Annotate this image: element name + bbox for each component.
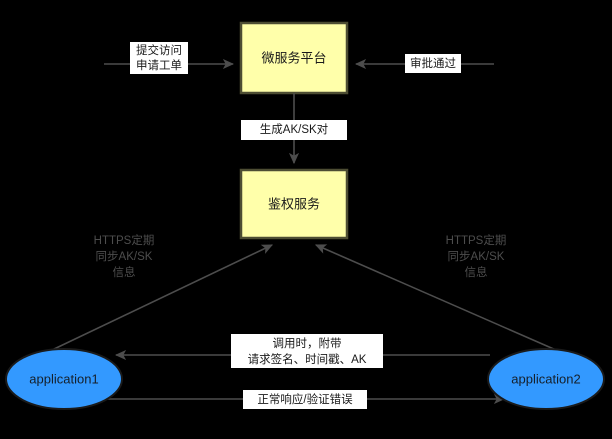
edge-sync-left-line — [51, 244, 274, 351]
edge-generate-aksk-label: 生成AK/SK对 — [260, 122, 329, 136]
edge-approval-passed-label: 审批通过 — [410, 56, 456, 70]
edge-sync-left: HTTPS定期 同步AK/SK 信息 — [51, 233, 274, 351]
edge-sync-right-label-line1: HTTPS定期 — [446, 233, 507, 247]
edge-sync-left-label-line2: 同步AK/SK — [96, 250, 153, 263]
node-platform[interactable]: 微服务平台 — [239, 21, 349, 95]
edge-call-with-signature-label-line1: 调用时，附带 — [273, 336, 342, 350]
edge-sync-right-line — [314, 244, 557, 351]
node-application1-label: application1 — [29, 371, 98, 386]
edge-submit-request-label-line2: 申请工单 — [136, 59, 182, 72]
edge-sync-left-label-line3: 信息 — [113, 265, 136, 279]
node-application2-label: application2 — [511, 371, 580, 386]
edge-response-or-error-label-plate — [243, 390, 367, 409]
edge-approval-passed-label-plate — [405, 54, 461, 73]
node-auth-service-label: 鉴权服务 — [268, 196, 320, 211]
edge-sync-left-label-line1: HTTPS定期 — [94, 233, 155, 247]
edge-submit-request: 提交访问 申请工单 — [104, 42, 235, 74]
node-platform-shape[interactable] — [239, 21, 349, 95]
node-application1[interactable]: application1 — [5, 348, 123, 410]
edge-call-with-signature: 调用时，附带 请求签名、时间戳、AK — [114, 334, 490, 368]
edge-response-or-error: 正常响应/验证错误 — [100, 390, 506, 409]
node-auth-service[interactable]: 鉴权服务 — [239, 168, 349, 240]
edge-sync-right-label-line3: 信息 — [465, 265, 488, 279]
edge-call-with-signature-label-plate — [231, 334, 383, 368]
edge-submit-request-label-plate — [130, 42, 188, 74]
edge-response-or-error-label: 正常响应/验证错误 — [257, 392, 353, 406]
edge-sync-right-label-line2: 同步AK/SK — [448, 250, 505, 263]
edge-generate-aksk-label-plate — [241, 120, 347, 140]
edge-approval-passed: 审批通过 — [354, 54, 494, 73]
edge-submit-request-label-line1: 提交访问 — [136, 43, 182, 57]
node-application2-shape[interactable] — [487, 348, 605, 410]
edge-generate-aksk: 生成AK/SK对 — [241, 93, 347, 165]
node-platform-label: 微服务平台 — [261, 50, 326, 65]
edge-sync-right: HTTPS定期 同步AK/SK 信息 — [314, 233, 557, 351]
node-application2[interactable]: application2 — [487, 348, 605, 410]
node-application1-shape[interactable] — [5, 348, 123, 410]
edge-call-with-signature-label-line2: 请求签名、时间戳、AK — [248, 352, 367, 366]
node-auth-service-shape[interactable] — [239, 168, 349, 240]
